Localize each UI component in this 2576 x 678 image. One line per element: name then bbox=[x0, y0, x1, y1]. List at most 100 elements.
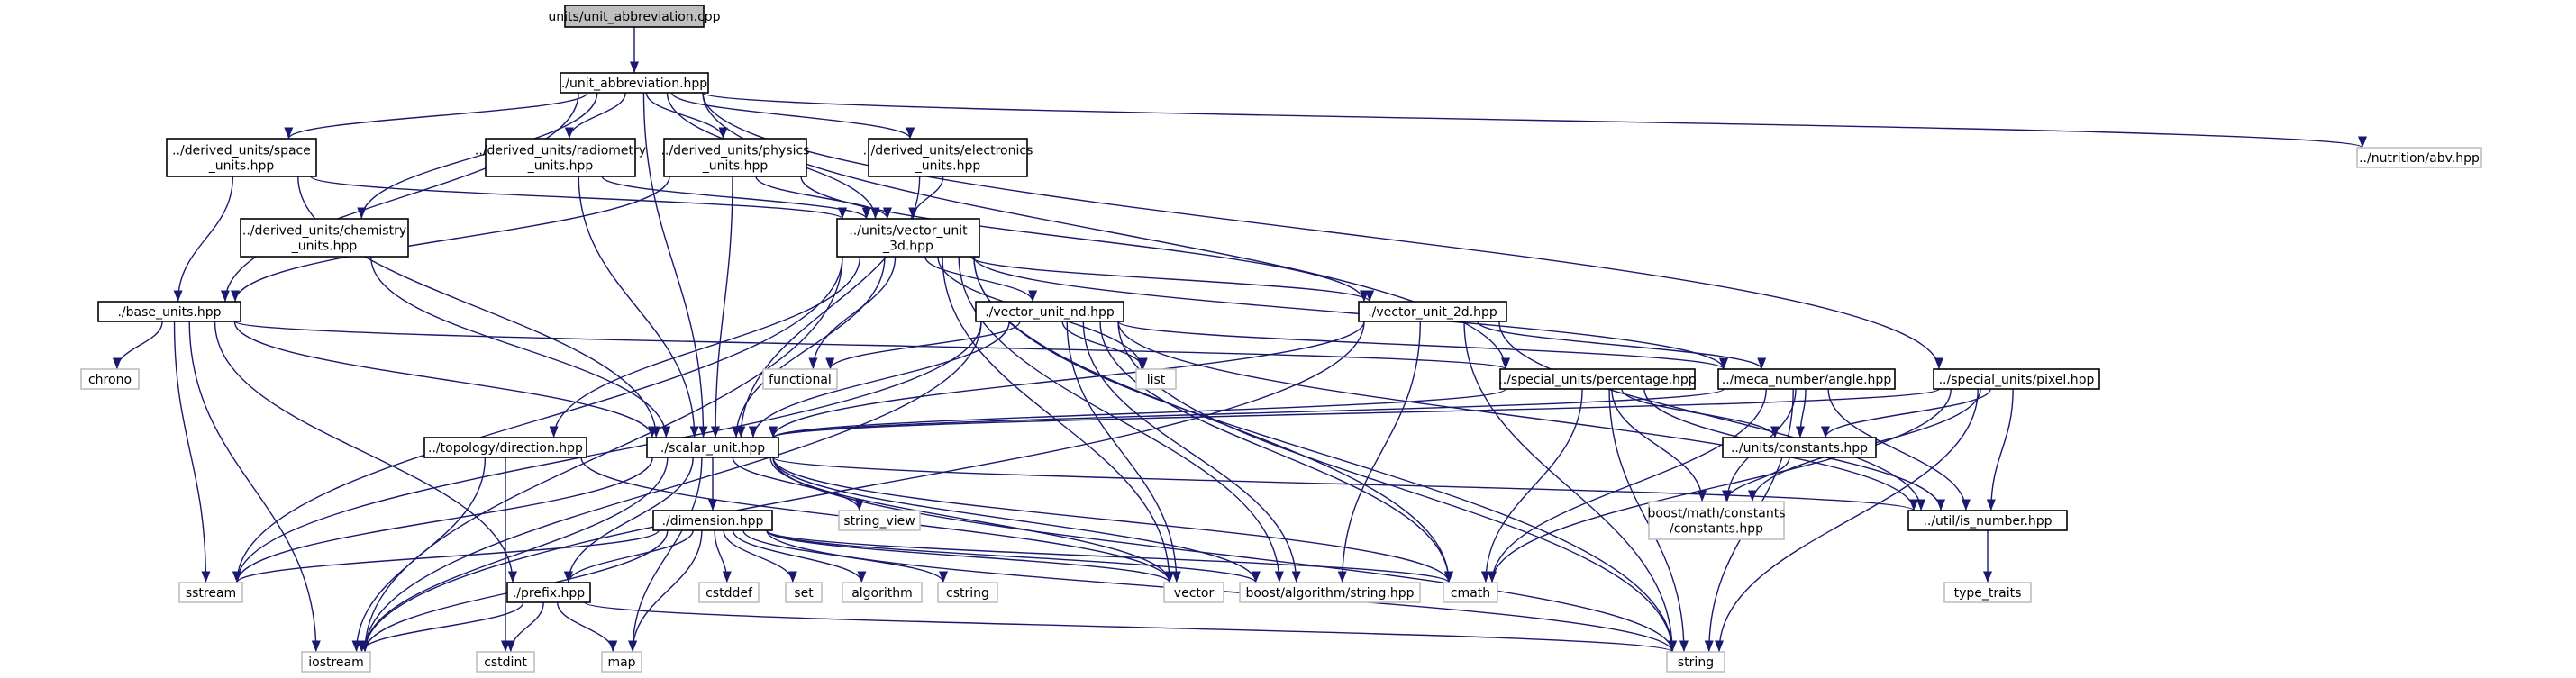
node-box bbox=[506, 582, 591, 603]
node-box bbox=[1943, 582, 2032, 603]
node-nutr: ../nutrition/abv.hpp bbox=[2356, 147, 2482, 168]
node-cstring: cstring bbox=[937, 582, 998, 603]
edge-pixel-to-string bbox=[1714, 388, 1979, 653]
node-box bbox=[975, 301, 1124, 322]
node-phys: ../derived_units/physics_units.hpp bbox=[661, 138, 809, 177]
node-box bbox=[663, 138, 807, 177]
edge-vnd-to-isnum bbox=[1117, 321, 1918, 511]
node-label: ./dimension.hpp bbox=[662, 514, 764, 529]
node-v3d: ../units/vector_unit_3d.hpp bbox=[836, 218, 980, 258]
node-box bbox=[1717, 368, 1896, 390]
edge-base-to-iostream bbox=[188, 321, 321, 653]
edge-scalar-to-iostream bbox=[360, 457, 669, 653]
node-box bbox=[836, 218, 980, 258]
edge-vnd-to-cmath bbox=[1099, 321, 1454, 583]
node-box bbox=[1239, 582, 1421, 603]
node-box bbox=[423, 437, 587, 458]
node-label: string_view bbox=[843, 514, 915, 529]
node-list: list bbox=[1135, 368, 1177, 390]
edge-pixel-to-cmath bbox=[1488, 388, 1952, 583]
node-angle: ../meca_number/angle.hpp bbox=[1717, 368, 1896, 390]
node-box bbox=[1722, 437, 1877, 458]
node-label: ./vector_unit_2d.hpp bbox=[1368, 305, 1497, 320]
edge-ua-to-base bbox=[220, 92, 579, 303]
node-v2d: ./vector_unit_2d.hpp bbox=[1358, 301, 1507, 322]
edge-radio-to-scalar bbox=[578, 176, 699, 438]
node-label: functional bbox=[769, 373, 832, 387]
node-pixel: ../special_units/pixel.hpp bbox=[1933, 368, 2100, 390]
node-box bbox=[2356, 147, 2482, 168]
node-cstdint: cstdint bbox=[476, 651, 535, 673]
node-set: set bbox=[785, 582, 823, 603]
edge-dim-to-prefix bbox=[563, 529, 694, 583]
edge-scalar-to-isnum bbox=[772, 457, 1918, 511]
node-box bbox=[1163, 582, 1224, 603]
node-box bbox=[1907, 510, 2068, 531]
edge-dim-to-sstream bbox=[232, 529, 660, 583]
node-box bbox=[1358, 301, 1507, 322]
node-box bbox=[601, 651, 642, 673]
edge-scalar-to-map bbox=[628, 457, 703, 653]
node-label: ../derived_units/electronics bbox=[863, 144, 1033, 158]
node-box bbox=[178, 582, 243, 603]
node-dir: ../topology/direction.hpp bbox=[423, 437, 587, 458]
edge-v3d-to-scalar bbox=[732, 256, 886, 438]
node-box bbox=[868, 138, 1028, 177]
node-box bbox=[301, 651, 371, 673]
edge-layer bbox=[112, 26, 2367, 653]
node-box bbox=[485, 138, 636, 177]
edge-ua-to-space bbox=[284, 92, 588, 140]
edge-ua-to-radio bbox=[564, 92, 626, 140]
node-box bbox=[646, 437, 779, 458]
edge-ua-to-pct bbox=[702, 92, 1510, 370]
edge-v2d-to-boostalgo bbox=[1337, 321, 1422, 583]
edge-phys-to-base bbox=[231, 176, 670, 303]
node-boostconst: boost/math/constants/constants.hpp bbox=[1648, 501, 1786, 540]
node-box bbox=[652, 510, 773, 531]
node-label: ./prefix.hpp bbox=[513, 586, 585, 601]
edge-base-to-prefix bbox=[214, 321, 518, 583]
node-label: chrono bbox=[88, 373, 132, 387]
edge-dim-to-vector bbox=[766, 529, 1174, 583]
edge-space-to-base bbox=[173, 176, 234, 303]
edge-prefix-to-map bbox=[557, 601, 618, 653]
node-box bbox=[1499, 368, 1696, 390]
edge-v3d-to-sstream bbox=[232, 256, 843, 583]
edge-dim-to-algorithm bbox=[732, 529, 867, 583]
edge-angle-to-cmath bbox=[1487, 388, 1767, 583]
edge-ua-to-nutr bbox=[702, 92, 2367, 149]
node-label: string bbox=[1678, 655, 1714, 670]
edge-prefix-to-cstdint bbox=[505, 601, 544, 653]
edge-chem-to-scalar bbox=[370, 256, 671, 438]
node-root: units/unit_abbreviation.cpp bbox=[548, 5, 721, 28]
edge-vnd-to-angle bbox=[1117, 321, 1728, 370]
edge-base-to-sstream bbox=[173, 321, 211, 583]
edge-space-to-v3d bbox=[310, 176, 847, 220]
node-box bbox=[1135, 368, 1177, 390]
edge-pixel-to-const bbox=[1820, 388, 1991, 438]
node-box bbox=[698, 582, 760, 603]
node-label: ../units/constants.hpp bbox=[1731, 441, 1868, 456]
node-box bbox=[785, 582, 823, 603]
edge-pixel-to-scalar bbox=[769, 388, 1940, 438]
edge-v3d-to-angle bbox=[973, 256, 1728, 370]
node-prefix: ./prefix.hpp bbox=[506, 582, 591, 603]
edge-elec-to-v3d bbox=[908, 176, 944, 220]
node-label: boost/math/constants bbox=[1648, 507, 1786, 521]
node-label: ../units/vector_unit bbox=[849, 224, 968, 239]
node-label: ../derived_units/radiometry bbox=[475, 144, 646, 158]
node-label: /constants.hpp bbox=[1670, 522, 1763, 537]
edge-vnd-to-functional bbox=[825, 321, 1021, 370]
node-iostream: iostream bbox=[301, 651, 371, 673]
edge-v2d-to-angle bbox=[1477, 321, 1767, 370]
node-box bbox=[762, 368, 838, 390]
edge-pct-to-string bbox=[1608, 388, 1689, 653]
node-vnd: ./vector_unit_nd.hpp bbox=[975, 301, 1124, 322]
node-boostalgo: boost/algorithm/string.hpp bbox=[1239, 582, 1421, 603]
edge-pct-to-const bbox=[1621, 388, 1780, 438]
node-label: _3d.hpp bbox=[882, 240, 933, 254]
node-box bbox=[80, 368, 140, 390]
node-label: ../special_units/percentage.hpp bbox=[1498, 373, 1697, 387]
node-ua: ./unit_abbreviation.hpp bbox=[560, 72, 709, 94]
edge-const-to-boostconst bbox=[1722, 457, 1790, 502]
